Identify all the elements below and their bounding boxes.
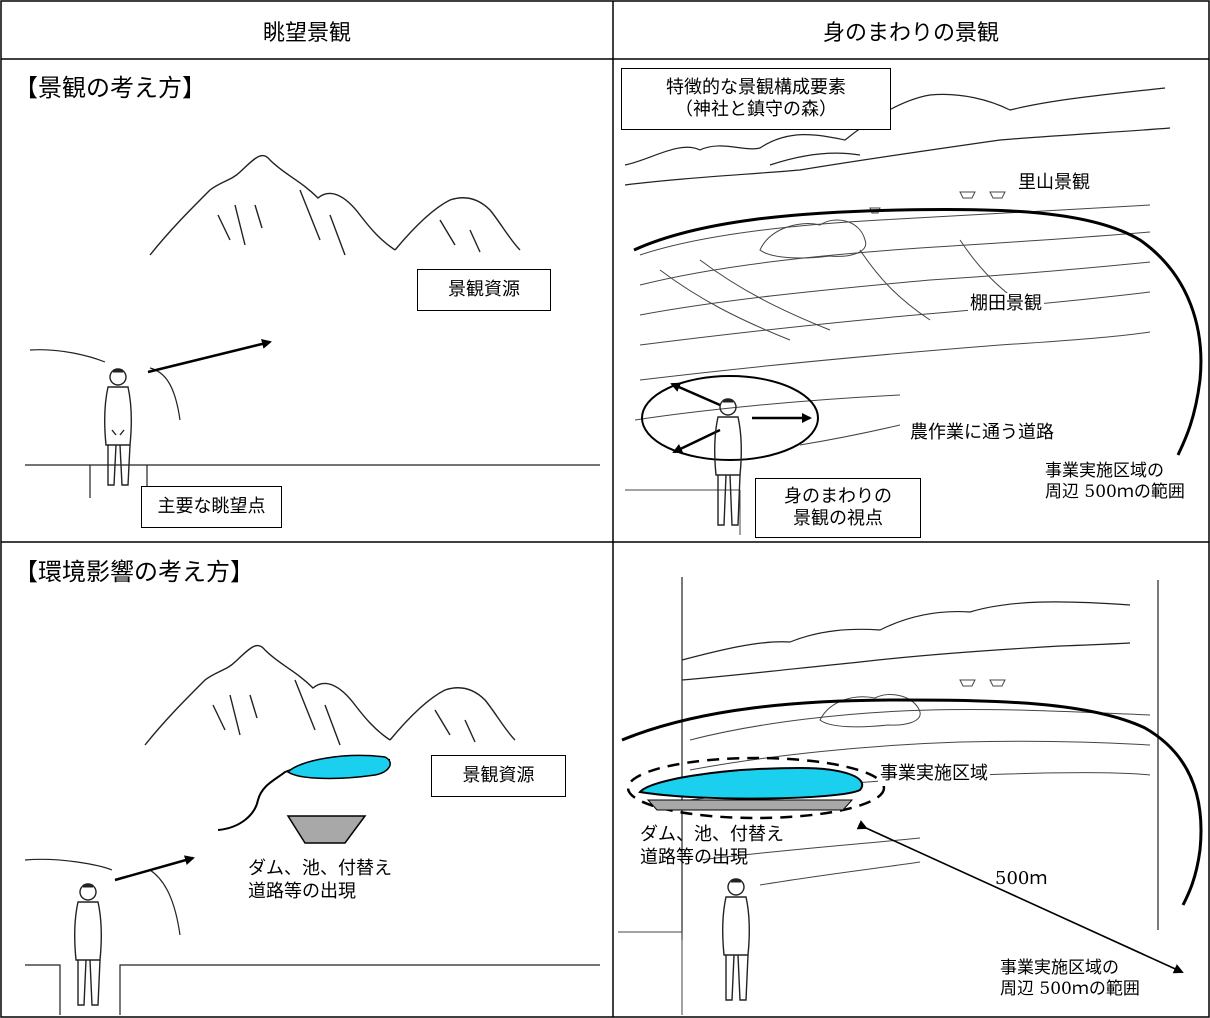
person-bottom-left <box>73 883 103 1006</box>
farm-road-label: 農作業に通う道路 <box>908 422 1056 445</box>
project-area-label: 事業実施区域 <box>878 763 990 786</box>
facility-appearance-label: ダム、池、付替え 道路等の出現 <box>248 858 392 902</box>
person-top-right <box>713 398 743 526</box>
section-title-environmental-impact: 【環境影響の考え方】 <box>14 558 254 586</box>
view-direction-arrow-bottom <box>114 855 195 882</box>
header-distant-view: 眺望景観 <box>262 21 351 46</box>
viewpoint-circle <box>641 375 819 461</box>
ground-hill-bottom-left <box>24 858 600 1015</box>
surrounding-range-label: 事業実施区域の 周辺 500ｍの範囲 <box>1045 461 1185 503</box>
main-viewpoint-box: 主要な眺望点 <box>141 486 282 528</box>
landscape-resource-box-bottom: 景観資源 <box>431 755 566 797</box>
person-bottom-right <box>721 878 751 1001</box>
mountains-bottom-left <box>144 644 516 746</box>
viewpoint-arrows <box>670 382 812 454</box>
terraced-fields <box>625 191 1151 535</box>
surrounding-viewpoint-box: 身のまわりの 景観の視点 <box>755 478 921 538</box>
surrounding-500m-boundary <box>633 207 1203 456</box>
pond-appearance-bottom-left <box>217 754 391 844</box>
section-title-landscape-concept: 【景観の考え方】 <box>14 74 206 102</box>
surrounding-range-label-bottom: 事業実施区域の 周辺 500ｍの範囲 <box>1000 958 1140 1000</box>
distance-500m-label: 500ｍ <box>995 868 1048 889</box>
mountains-top-left <box>149 154 521 256</box>
surrounding-500m-boundary-bottom <box>621 698 1203 906</box>
person-top-left <box>103 368 133 486</box>
mountains-bottom-right <box>681 577 1159 940</box>
terraced-field-landscape-label: 棚田景観 <box>968 293 1044 316</box>
header-surrounding-view: 身のまわりの景観 <box>822 21 999 46</box>
mountains-top-right <box>624 87 1171 186</box>
landscape-resource-box: 景観資源 <box>417 269 551 311</box>
satoyama-landscape-label: 里山景観 <box>1018 172 1090 193</box>
distance-500m-arrow <box>856 820 1184 974</box>
project-area-bottom-right <box>626 756 886 820</box>
facility-appearance-label-bottom: ダム、池、付替え 道路等の出現 <box>640 824 784 868</box>
view-direction-arrow <box>147 339 272 374</box>
feature-element-box: 特徴的な景観構成要素 （神社と鎮守の森） <box>621 68 891 130</box>
